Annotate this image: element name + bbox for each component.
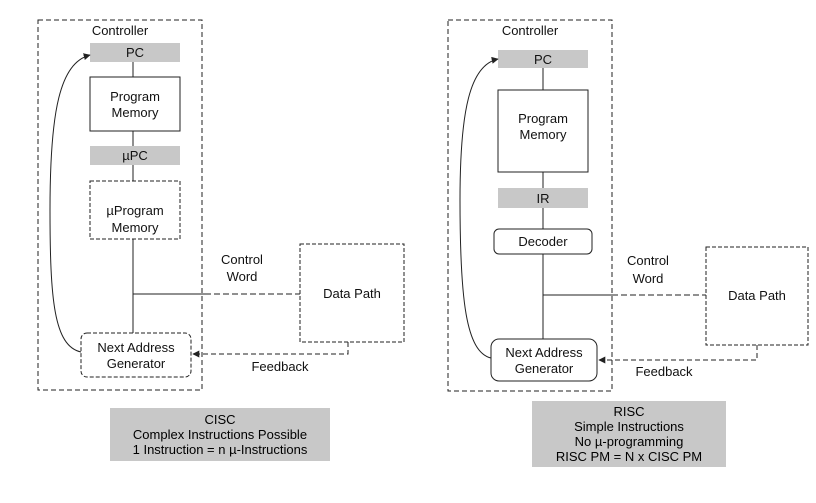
risc-data-path-label: Data Path: [728, 288, 786, 303]
risc-program-memory-line2: Memory: [520, 127, 567, 142]
risc-ir-label: IR: [537, 191, 550, 206]
risc-caption: RISC Simple Instructions No µ-programmin…: [532, 401, 726, 467]
cisc-next-address-line2: Generator: [107, 356, 166, 371]
cisc-program-memory-line1: Program: [110, 89, 160, 104]
risc-decoder: [493, 228, 593, 255]
cisc-feedback-label: Feedback: [251, 359, 309, 374]
risc-caption-title: RISC: [613, 404, 645, 419]
cisc-control-word-line2: Word: [227, 269, 258, 284]
cisc-caption: CISC Complex Instructions Possible 1 Ins…: [110, 408, 330, 461]
cisc-next-address-line1: Next Address: [97, 340, 175, 355]
risc-next-address-line1: Next Address: [505, 345, 583, 360]
cisc-program-memory-line2: Memory: [112, 105, 159, 120]
cisc-controller-boundary: [37, 19, 203, 391]
cisc-uprogram-memory: [89, 180, 181, 240]
risc-next-address-line2: Generator: [515, 361, 574, 376]
cisc-control-word-line1: Control: [221, 252, 263, 267]
risc-controller-boundary: [447, 19, 613, 392]
risc-diagram: Controller PC Program Memory IR Decoder …: [447, 19, 809, 392]
cisc-caption-line3: 1 Instruction = n µ-Instructions: [132, 442, 308, 457]
cisc-data-path: [299, 243, 405, 343]
risc-data-path: [705, 246, 809, 346]
cisc-program-memory: [89, 76, 181, 132]
cisc-diagram: Controller PC Program Memory µPC µProgra…: [37, 19, 405, 391]
cisc-controller-label: Controller: [92, 23, 149, 38]
risc-ir-register: [498, 188, 588, 208]
cisc-upc-register: [90, 146, 180, 165]
cisc-uprogram-memory-line1: µProgram: [106, 203, 163, 218]
risc-caption-line2: Simple Instructions: [574, 419, 684, 434]
cisc-loop-arrow: [49, 53, 91, 353]
risc-loop-arrow: [459, 56, 499, 359]
cisc-caption-line2: Complex Instructions Possible: [132, 427, 308, 442]
cisc-pc-label: PC: [126, 45, 144, 60]
cisc-caption-title: CISC: [204, 412, 236, 427]
cisc-pc-register: [90, 43, 180, 62]
risc-decoder-label: Decoder: [518, 234, 568, 249]
risc-caption-line4: RISC PM = N x CISC PM: [555, 449, 703, 464]
risc-pc-register: [498, 50, 588, 68]
risc-control-word-line2: Word: [633, 271, 664, 286]
risc-pc-label: PC: [534, 52, 552, 67]
risc-feedback-arrow: [598, 345, 758, 364]
risc-program-memory: [497, 89, 589, 173]
risc-program-memory-line1: Program: [518, 111, 568, 126]
risc-next-address-generator: [490, 338, 598, 382]
risc-caption-line3: No µ-programming: [574, 434, 684, 449]
cisc-feedback-arrow: [192, 342, 349, 358]
cisc-next-address-generator: [80, 332, 192, 378]
cisc-uprogram-memory-line2: Memory: [112, 220, 159, 235]
risc-control-word-line1: Control: [627, 253, 669, 268]
cisc-data-path-label: Data Path: [323, 286, 381, 301]
risc-controller-label: Controller: [502, 23, 559, 38]
risc-feedback-label: Feedback: [635, 364, 693, 379]
cisc-upc-label: µPC: [122, 148, 148, 163]
